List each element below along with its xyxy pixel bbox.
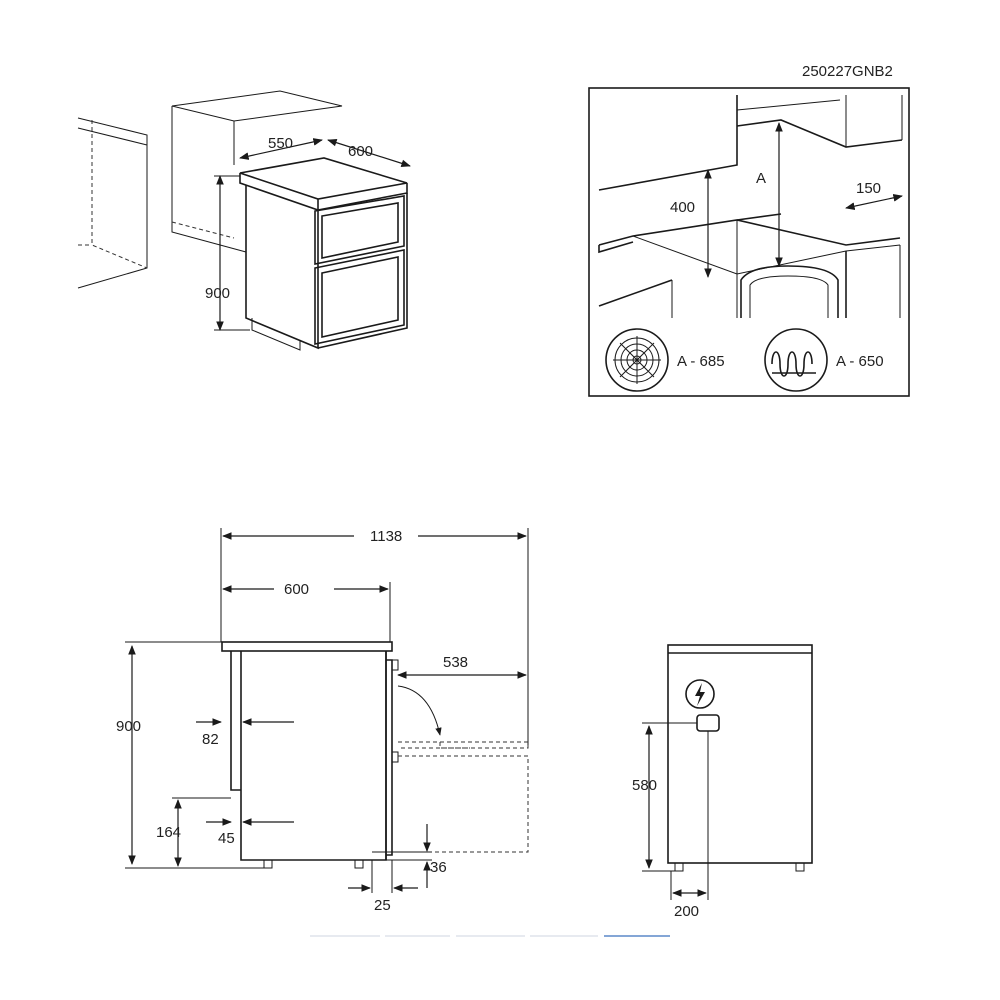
dim-200: 200	[674, 903, 699, 920]
model-code: 250227GNB2	[802, 63, 893, 80]
dim-400-label: 400	[670, 199, 695, 216]
dim-164: 164	[156, 824, 181, 841]
coil-label: A - 650	[836, 353, 884, 370]
fan-label: A - 685	[677, 353, 725, 370]
dim-door-open: 538	[443, 654, 468, 671]
dim-width-label: 600	[348, 143, 373, 160]
dim-36: 36	[430, 859, 447, 876]
dim-depth: 600	[284, 581, 309, 598]
rear-view: 580 200	[632, 644, 813, 920]
dim-depth-label: 550	[268, 135, 293, 152]
dim-25: 25	[374, 897, 391, 914]
dim-45: 45	[218, 830, 235, 847]
dim-total-depth: 1138	[370, 528, 402, 545]
dim-150-label: 150	[856, 180, 881, 197]
heating-coil-icon	[764, 328, 828, 392]
cabinet-3d-view: 550 600 900	[77, 90, 411, 351]
dim-580: 580	[632, 777, 657, 794]
dim-height: 900	[116, 718, 141, 735]
dim-height-label: 900	[205, 285, 230, 302]
electrical-connection-icon	[685, 679, 715, 709]
fan-oven-icon	[605, 328, 669, 392]
dim-82: 82	[202, 731, 219, 748]
dim-a-label: A	[756, 170, 766, 187]
side-view: 1138 600 538 900 82	[116, 528, 529, 914]
ventilation-panel: 400 A 150 A - 685 A - 650	[588, 87, 910, 397]
